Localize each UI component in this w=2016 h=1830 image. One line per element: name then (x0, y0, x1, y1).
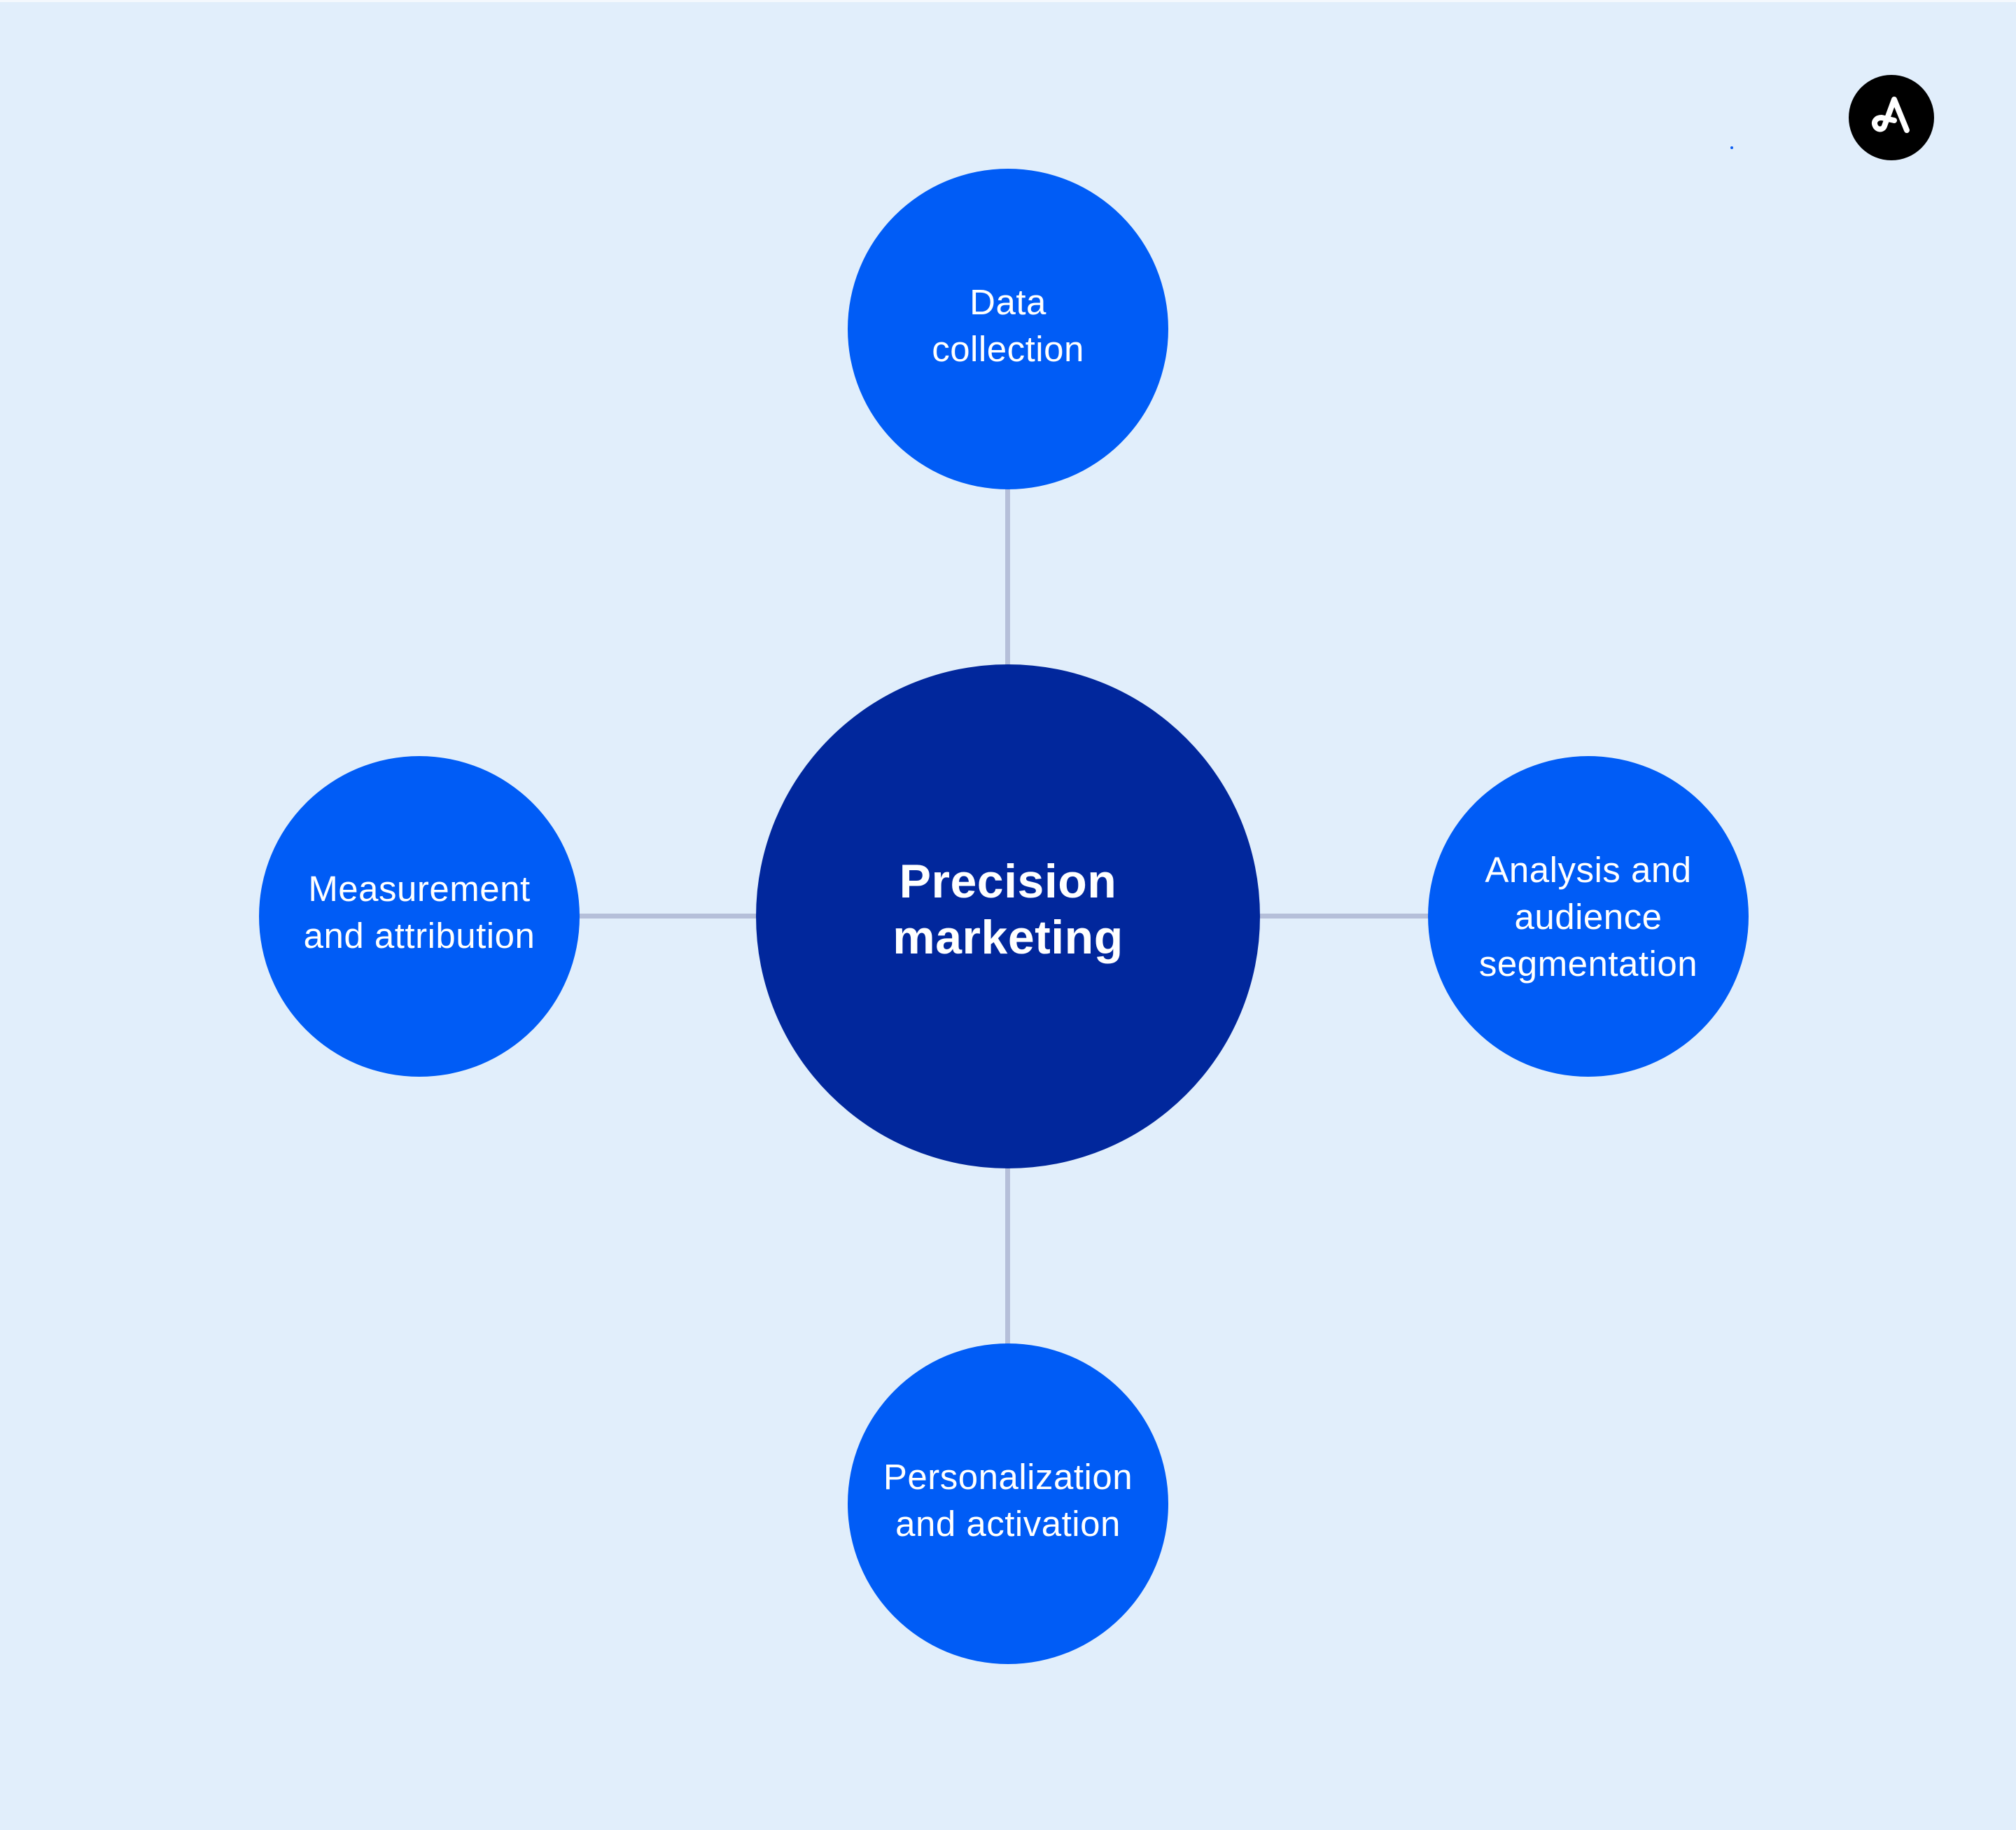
top-edge-divider (0, 0, 2016, 2)
brand-logo-a-icon (1849, 75, 1934, 160)
node-analysis-audience-segmentation: Analysis and audience segmentation (1428, 756, 1749, 1077)
node-data-collection: Data collection (848, 169, 1168, 489)
brand-logo-a-glyph-icon (1872, 97, 1910, 133)
center-node-label: Precision marketing (892, 855, 1124, 964)
node-measurement-attribution: Measurement and attribution (259, 756, 580, 1077)
node-label: Measurement and attribution (303, 869, 536, 956)
connector-top (1005, 488, 1010, 666)
connector-bottom (1005, 1167, 1010, 1345)
node-label: Data collection (932, 282, 1084, 369)
connector-right (1259, 914, 1429, 919)
connector-left (578, 914, 757, 919)
node-label: Analysis and audience segmentation (1478, 849, 1698, 984)
center-node-precision-marketing: Precision marketing (756, 664, 1260, 1168)
accent-dot (1730, 146, 1733, 149)
node-personalization-activation: Personalization and activation (848, 1343, 1168, 1664)
node-label: Personalization and activation (883, 1457, 1133, 1544)
